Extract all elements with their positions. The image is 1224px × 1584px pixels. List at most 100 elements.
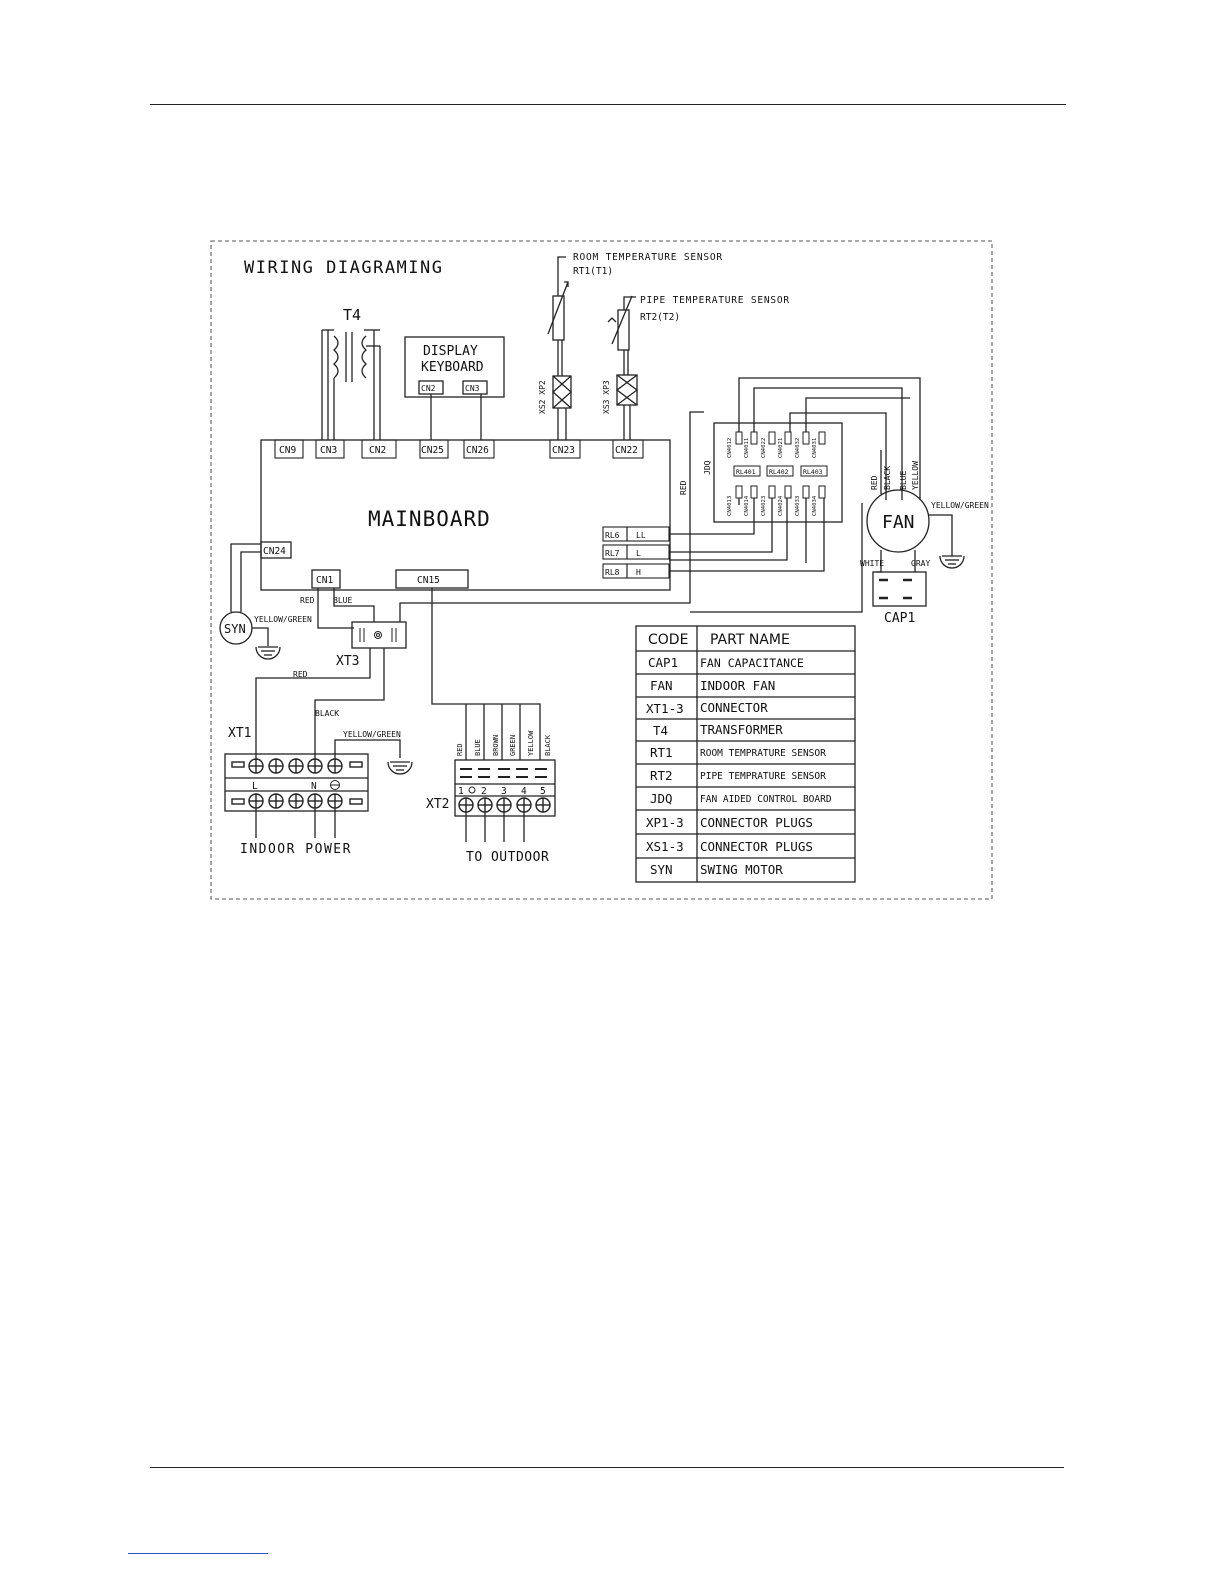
syn-label: SYN (224, 622, 246, 636)
fan-white-label: WHITE (860, 559, 884, 568)
transformer-label: T4 (343, 306, 361, 324)
jdq-pin-cn4013: CN4013 (727, 496, 733, 516)
display-label-line2: KEYBOARD (421, 360, 484, 375)
cn9-label: CN9 (279, 445, 296, 456)
xt2-caption: TO OUTDOOR (466, 850, 549, 865)
cn1-label: CN1 (316, 575, 333, 586)
pipe-sensor-code: RT2(T2) (640, 312, 680, 323)
legend-code-1: FAN (650, 678, 673, 693)
xt1-caption: INDOOR POWER (240, 842, 352, 857)
relay-rl8: RL8 (605, 568, 620, 577)
cn24-label: CN24 (263, 546, 286, 557)
fan-wire-red: RED (870, 475, 879, 490)
xt2-num-1: 1 (458, 786, 464, 797)
room-plug-label: XS2 XP2 (538, 380, 547, 414)
legend-name-6: FAN AIDED CONTROL BOARD (700, 794, 832, 805)
room-temp-sensor (547, 256, 572, 440)
jdq-pin-cn4021: CN4021 (778, 438, 784, 458)
relay-rl8-tag: H (636, 568, 641, 577)
xt2-label: XT2 (426, 797, 449, 812)
jdq-rl401-label: RL401 (736, 468, 756, 476)
cn23-label: CN23 (552, 445, 575, 456)
relay-rl6: RL6 (605, 531, 620, 540)
cn25-label: CN25 (421, 445, 444, 456)
red-wire-jdq-xt3 (399, 411, 704, 622)
pipe-temp-sensor (607, 295, 639, 440)
xt1-label: XT1 (228, 726, 251, 741)
legend-code-2: XT1-3 (646, 701, 684, 716)
xt2-wire-red: RED (456, 743, 464, 756)
jdq-pin-cn4024: CN4024 (778, 495, 784, 516)
jdq-pin-cn4031: CN4031 (812, 438, 818, 458)
legend-code-4: RT1 (650, 745, 673, 760)
cn22-label: CN22 (615, 445, 638, 456)
footnote-separator (128, 1553, 268, 1554)
jdq-pin-cn4022: CN4022 (761, 438, 767, 458)
xt3-red-label: RED (293, 670, 308, 679)
room-sensor-label: ROOM TEMPERATURE SENSOR (573, 252, 723, 263)
jdq-pin-cn4033: CN4033 (795, 496, 801, 516)
display-cn3-label: CN3 (465, 384, 480, 393)
cn2-label: CN2 (369, 445, 386, 456)
legend-name-2: CONNECTOR (700, 700, 768, 715)
xt1-ground-label: YELLOW/GREEN (343, 730, 401, 739)
xt2-top-bars (460, 768, 547, 778)
cn1-red-label: RED (300, 596, 315, 605)
xt1-ground-icon (387, 761, 413, 775)
relay-rl7: RL7 (605, 549, 620, 558)
xt1-l-label: L (252, 781, 258, 792)
legend-name-8: CONNECTOR PLUGS (700, 839, 813, 854)
room-sensor-code: RT1(T1) (573, 266, 613, 277)
jdq-pin-cn4014: CN4014 (744, 495, 750, 516)
legend-name-3: TRANSFORMER (700, 722, 783, 737)
fan-wire-black: BLACK (883, 466, 892, 490)
jdq-rl403-label: RL403 (803, 468, 823, 476)
fan-gray-label: GRAY (911, 559, 930, 568)
display-cn2-label: CN2 (421, 384, 436, 393)
xt2-terminal-block (454, 759, 556, 817)
relay-rl6-tag: LL (636, 531, 646, 540)
legend-code-6: JDQ (650, 791, 673, 806)
fan-label: FAN (882, 512, 915, 533)
fan-ground-label: YELLOW/GREEN (931, 501, 989, 510)
xt3-connector (351, 621, 407, 649)
jdq-pin-cn4011: CN4011 (744, 438, 750, 458)
cap1-capacitor (872, 571, 927, 607)
legend-name-5: PIPE TEMPRATURE SENSOR (700, 771, 826, 782)
diagram-frame (210, 240, 993, 900)
jdq-pin-cn4034: CN4034 (812, 495, 818, 516)
legend-name-4: ROOM TEMPRATURE SENSOR (700, 748, 826, 759)
pipe-sensor-label: PIPE TEMPERATURE SENSOR (640, 295, 790, 306)
jdq-pin-cn4023: CN4023 (761, 496, 767, 516)
jdq-label: JDQ (703, 460, 712, 475)
jdq-rl401 (733, 465, 761, 477)
mainboard-label: MAINBOARD (368, 507, 491, 531)
fan-wire-blue: BLUE (899, 471, 908, 490)
display-label-line1: DISPLAY (423, 344, 478, 359)
display-cn3 (462, 380, 488, 395)
red-wire-label-jdq: RED (679, 480, 688, 495)
cn3-label: CN3 (320, 445, 337, 456)
jdq-rl402 (766, 465, 794, 477)
jdq-pin-cn4032: CN4032 (795, 438, 801, 458)
legend-code-7: XP1-3 (646, 815, 684, 830)
cap1-plates (879, 578, 912, 600)
relay-connectors (602, 526, 670, 579)
xt3-black-label: BLACK (315, 709, 339, 718)
xt1-n-label: N (311, 781, 317, 792)
cn1-blue-label: BLUE (333, 596, 352, 605)
cn24-connector (260, 541, 292, 559)
footer-rule (150, 1467, 1064, 1468)
cn26-label: CN26 (466, 445, 489, 456)
xt1-terminal-block (224, 753, 369, 812)
legend-header-part: PART NAME (710, 632, 790, 648)
jdq-pin-cn4012: CN4012 (727, 438, 733, 458)
xt2-num-2: 2 (481, 786, 487, 797)
fan-wire-yellow: YELLOW (911, 461, 920, 490)
xt2-wire-yellow: YELLOW (527, 730, 535, 756)
relay-rl7-tag: L (636, 549, 641, 558)
xt2-wire-green: GREEN (509, 735, 517, 756)
jdq-rl402-label: RL402 (769, 468, 789, 476)
xt2-num-3: 3 (501, 786, 507, 797)
header-rule (150, 104, 1066, 105)
